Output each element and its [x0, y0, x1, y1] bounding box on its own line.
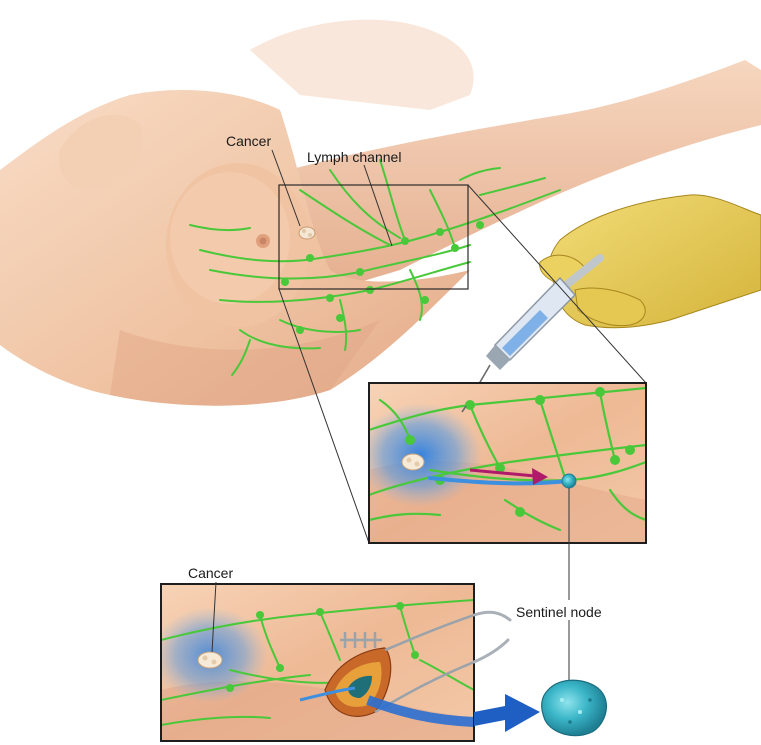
label-cancer-bottom: Cancer: [188, 565, 233, 581]
tumor-inset: [402, 454, 424, 470]
gloved-hand: [540, 195, 761, 328]
inset-excision: [152, 584, 474, 741]
tumor-bottom: [198, 652, 222, 668]
label-sentinel-node: Sentinel node: [516, 604, 602, 620]
label-lymph-channel: Lymph channel: [307, 149, 401, 165]
label-cancer-top: Cancer: [226, 133, 271, 149]
excision-arrow: [474, 694, 540, 732]
retractor-handles: [474, 612, 510, 662]
inset-injection: [358, 383, 646, 543]
tumor-top: [299, 227, 315, 239]
excised-sentinel-node: [542, 680, 607, 735]
